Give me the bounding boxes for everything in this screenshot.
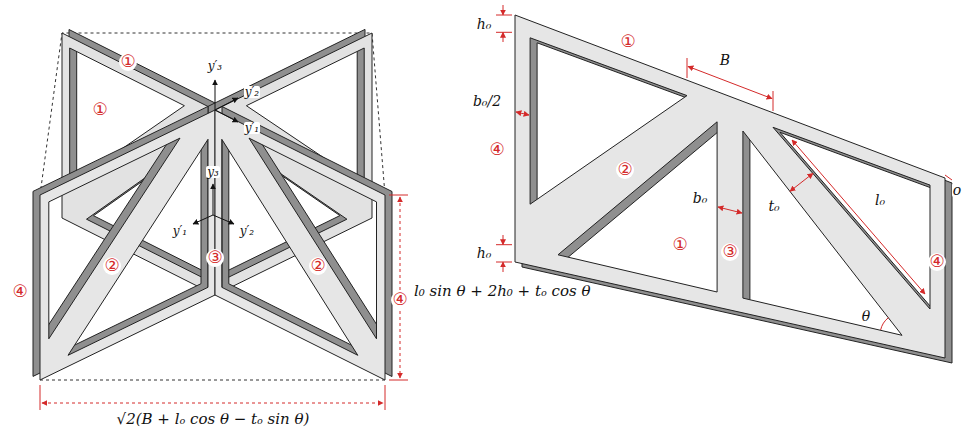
callout-number: ③ [721, 243, 738, 261]
axis-label: y′₂ [244, 86, 260, 99]
callout-number: ② [616, 161, 633, 179]
callout-number: ① [671, 236, 688, 254]
dimension-label: t₀ [767, 199, 780, 214]
dimension-label: l₀ [874, 193, 886, 208]
axis-label: y′₃ [207, 60, 223, 73]
dimension-label: b₀/2 [472, 94, 502, 109]
axes [193, 80, 238, 224]
dimension-label: h₀ [476, 246, 493, 261]
callout-number: ④ [488, 141, 505, 159]
front-frames [33, 106, 392, 380]
axis-label: y′₁ [244, 122, 260, 135]
dimension-formula: √2(B + lₒ cos θ − tₒ sin θ) [115, 412, 312, 428]
callout-number: ④ [11, 283, 28, 301]
axis-label: y′₂ [239, 225, 255, 238]
callout-number: ③ [206, 249, 223, 267]
axis-label: y′₁ [172, 225, 188, 238]
callout-number: ① [619, 33, 636, 51]
frame-dimensions [496, 5, 952, 330]
dimension-formula: l₀ sin θ + 2h₀ + tₒ cos θ [412, 284, 592, 300]
dimension-label: θ [861, 309, 871, 324]
callout-number: ② [103, 257, 120, 275]
dimension-label: b₀ [692, 191, 709, 206]
axis-label: y₃ [206, 166, 220, 179]
bounding-outline [40, 33, 385, 380]
dimension-label: o [952, 183, 962, 198]
callout-number: ① [91, 101, 108, 119]
callout-number: ④ [391, 291, 408, 309]
callout-number: ② [309, 257, 326, 275]
dimension-lines [40, 195, 408, 410]
dimension-label: h₀ [476, 17, 493, 32]
callout-number: ① [119, 53, 136, 71]
dimension-label: B [719, 53, 731, 68]
callout-number: ④ [928, 253, 945, 271]
planar-frame [515, 15, 952, 363]
